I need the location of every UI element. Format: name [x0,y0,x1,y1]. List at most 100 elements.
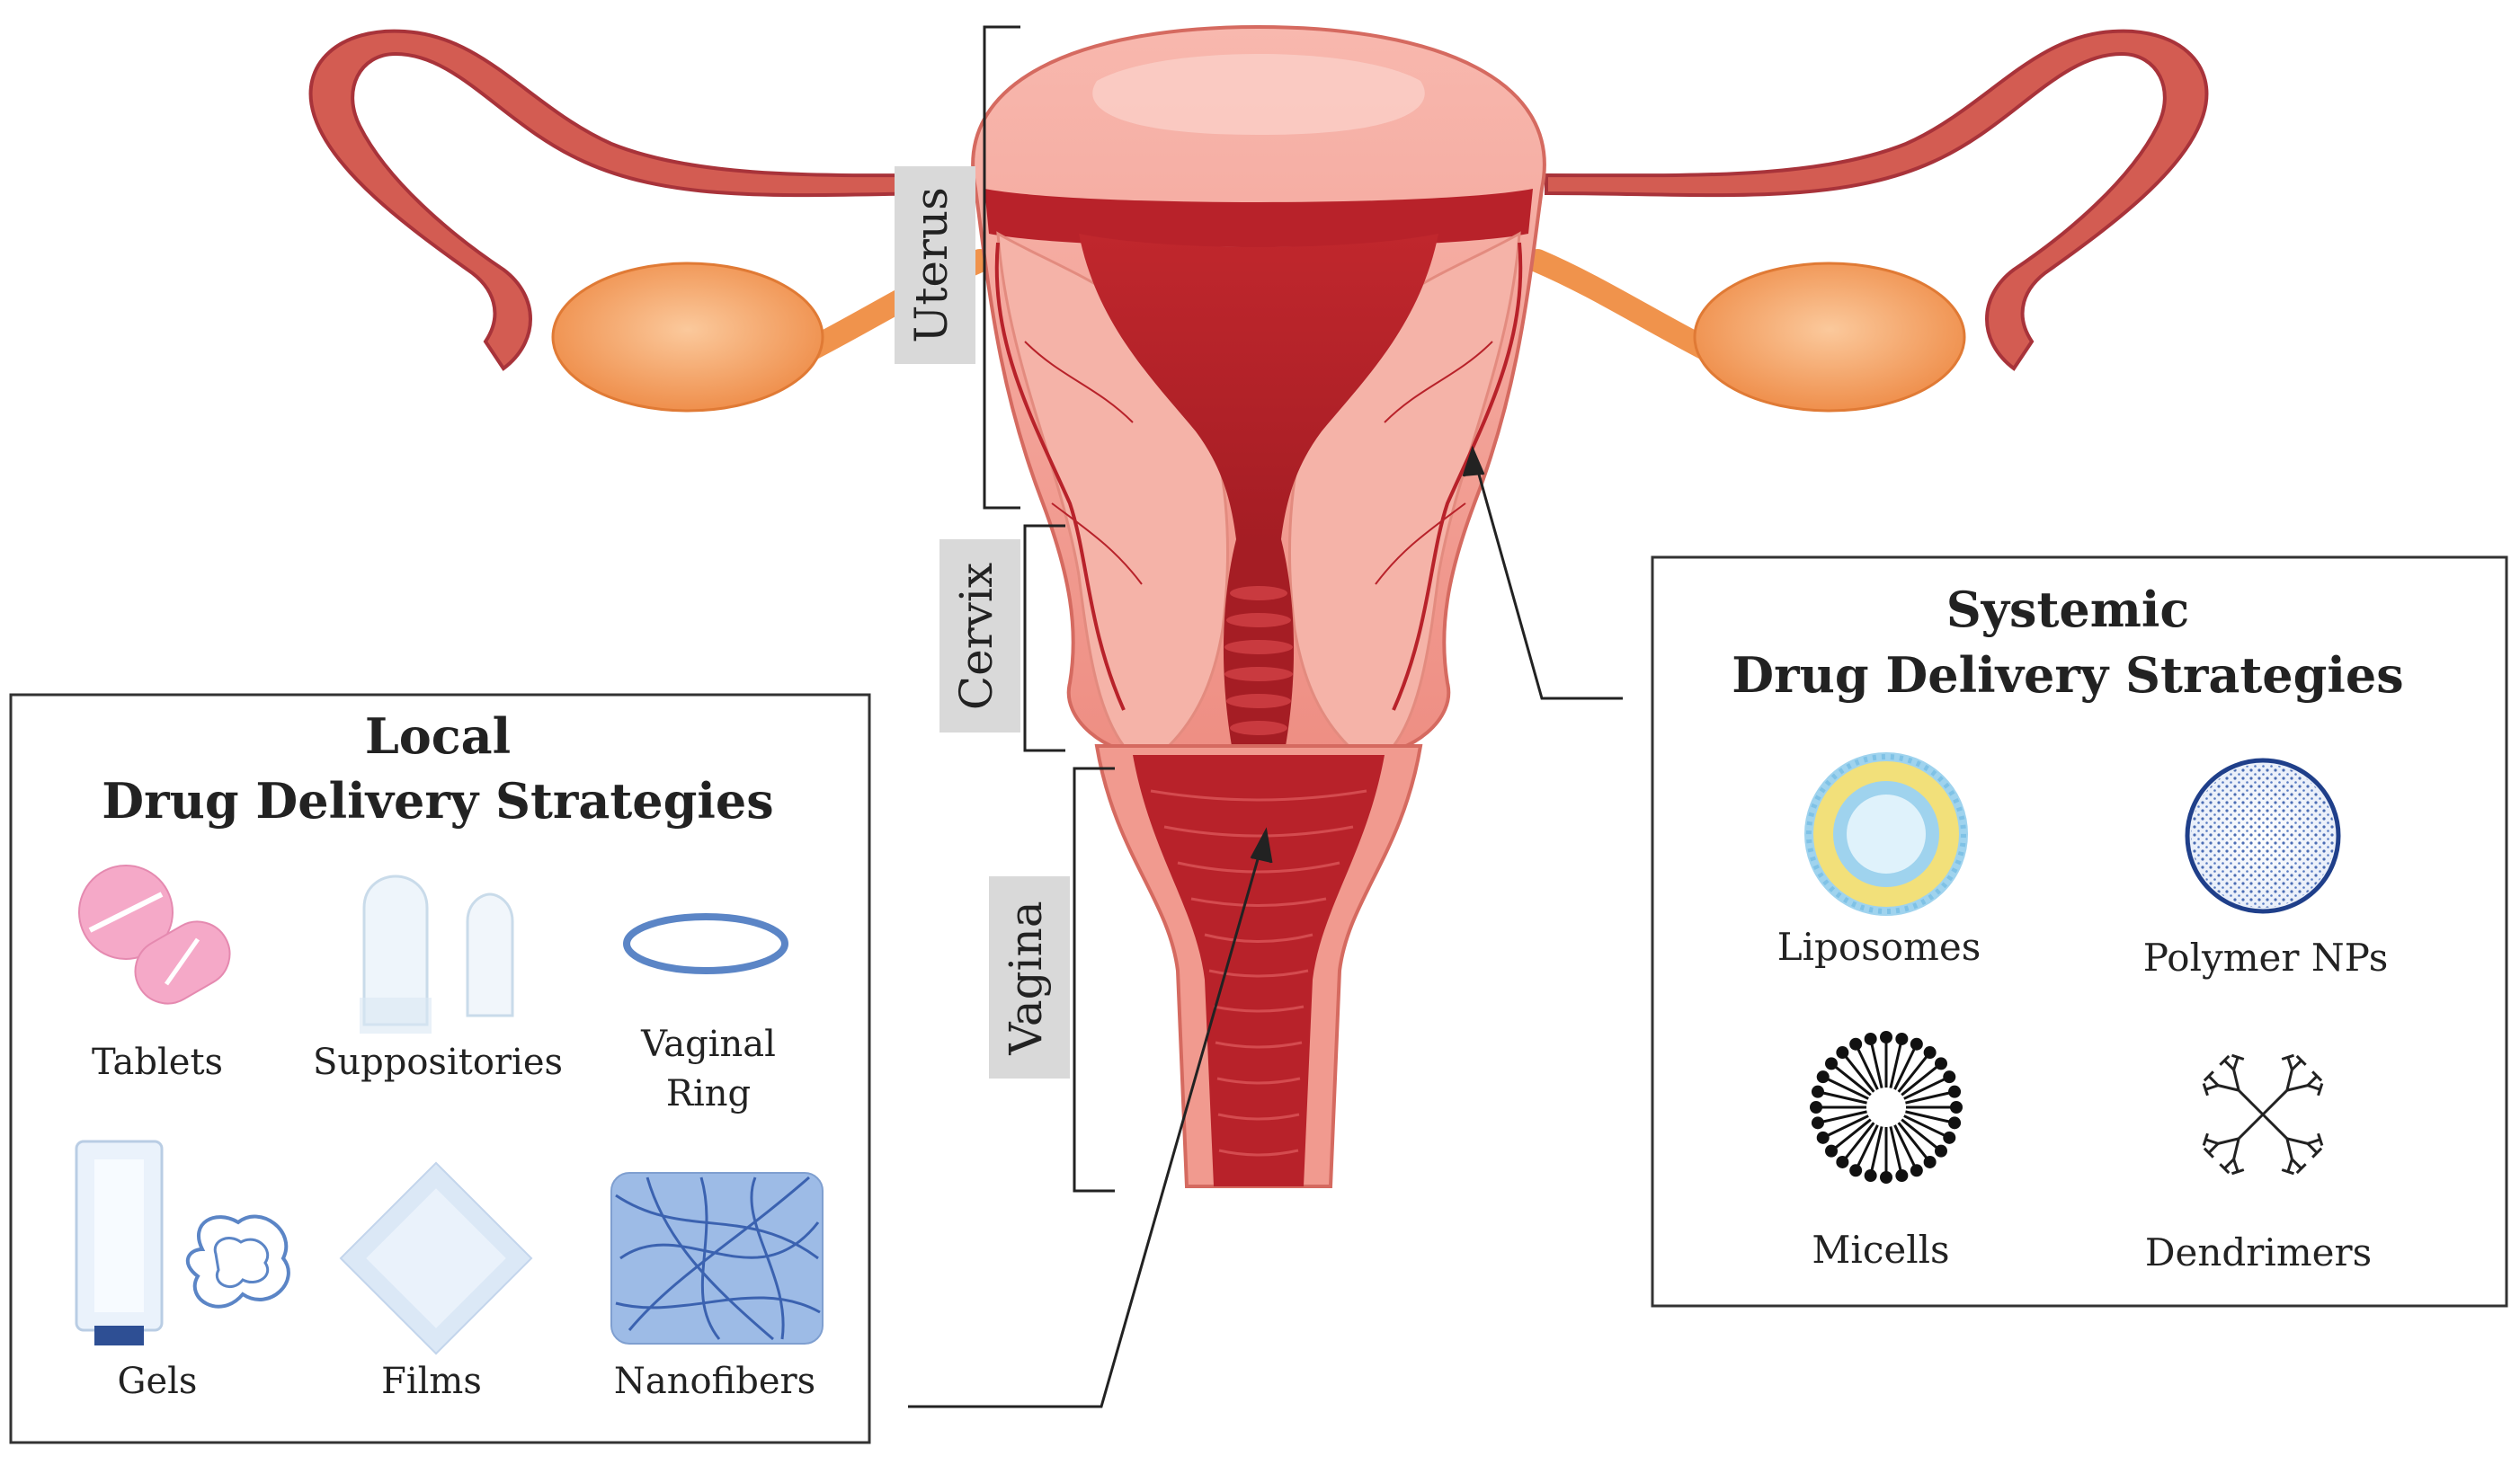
micelle-tail [1901,1065,1938,1097]
dendrimer-branch [2232,1069,2240,1091]
uterus-label: Uterus [905,187,957,343]
dendrimer-branch [2286,1137,2309,1145]
dendrimer-branch [2286,1084,2309,1092]
dendrimer-branch [2204,1138,2219,1145]
micelle-head [1943,1070,1956,1084]
gels-icon [75,1140,290,1345]
dendrimer-branch [2291,1059,2302,1071]
micelle-head [1880,1031,1892,1043]
dendrimer-branch [2307,1138,2321,1145]
dendrimer-terminal [2281,1053,2294,1061]
liposomes-icon [1804,752,1968,916]
micelle-head [1895,1032,1909,1045]
micells-icon [1810,1031,1963,1184]
micelle-head [1895,1169,1909,1183]
dendrimer-branch [2285,1069,2293,1091]
micelle-head [1810,1101,1822,1114]
micelle-head [1825,1144,1839,1158]
dendrimer-terminal [2203,1147,2214,1159]
micelle-head [1811,1085,1824,1098]
right-fallopian-tube [1545,29,2209,371]
micelle-tail [1889,1043,1902,1088]
dendrimer-branch [2232,1056,2240,1070]
dendrimer-branch [2217,1137,2240,1145]
micelle-head [1816,1131,1830,1144]
left-fallopian-tube [308,29,973,371]
micelle-tail [1903,1114,1946,1137]
dendrimer-branch [2306,1142,2319,1154]
dendrimer-terminal [2295,1163,2307,1175]
suppositories-label: Suppositories [313,1042,563,1083]
endometrium [984,189,1533,247]
micelle-tail [1857,1048,1879,1090]
dendrimer-terminal [2311,1070,2323,1082]
micelle-head [1910,1037,1923,1051]
micelle-head [1934,1144,1947,1158]
micelle-head [1825,1057,1839,1070]
dendrimer-branch [2291,1158,2302,1170]
dendrimer-branch [2232,1159,2240,1173]
polymer-nps-label: Polymer NPs [2143,936,2389,980]
micells-label: Micells [1812,1228,1949,1272]
micelle-head [1923,1046,1937,1060]
dendrimer-branch [2238,1113,2265,1140]
dendrimers-icon [2202,1053,2324,1176]
films-icon [339,1161,533,1355]
dendrimer-branch [2286,1056,2293,1070]
micelle-tail [1901,1118,1938,1150]
micelle-head [1836,1155,1849,1168]
vaginal-ring-icon [623,913,788,974]
micelle-head [1923,1155,1937,1168]
micelle-head [1864,1169,1877,1183]
dendrimer-terminal [2202,1083,2209,1097]
dendrimer-terminal [2219,1054,2231,1066]
micelle-head [1849,1037,1863,1051]
micelle-tail [1897,1055,1928,1093]
dendrimer-branch [2232,1138,2240,1160]
micelle-tail [1844,1055,1875,1093]
micelle-tail [1905,1091,1950,1105]
cervix-label: Cervix [950,563,1002,710]
vagina-bracket [1073,767,1115,1193]
vaginal-ring-label-line1: Vaginal [640,1024,776,1065]
dendrimer-branch [2223,1158,2235,1170]
micelle-head [1943,1131,1956,1144]
dendrimer-terminal [2202,1132,2209,1146]
local-title-line1: Local [365,707,511,765]
dendrimer-branch [2207,1142,2220,1154]
fundus-highlight [1092,54,1425,135]
local-strategies-panel: Local Drug Delivery Strategies Tablets S… [9,693,871,1444]
dendrimer-terminal [2317,1132,2324,1146]
nanofibers-icon [610,1172,824,1345]
micelle-tail [1897,1122,1928,1159]
micelle-tail [1889,1126,1902,1171]
micelle-tail [1893,1124,1916,1167]
dendrimer-terminal [2203,1070,2214,1082]
dendrimer-branch [2285,1138,2293,1160]
dendrimer-branch [2261,1089,2288,1116]
micelle-head [1836,1046,1849,1060]
dendrimer-branch [2286,1159,2293,1173]
tablets-label: Tablets [92,1042,223,1083]
vaginal-rugae [1150,789,1367,1157]
vagina-label: Vagina [1000,901,1052,1055]
dendrimer-branch [2306,1075,2319,1087]
micelle-tail [1903,1078,1946,1100]
micelle-tail [1893,1048,1916,1090]
micelle-head [1950,1101,1963,1114]
uterus-illustration [308,24,2209,1188]
left-ovary [551,262,824,413]
micelle-tail [1870,1043,1883,1088]
systemic-title-line1: Systemic [1946,581,2190,638]
dendrimer-terminal [2231,1168,2245,1176]
micelle-head [1948,1116,1962,1130]
micelle-head [1864,1032,1877,1045]
micelle-tail [1834,1065,1872,1097]
vaginal-canal-inner [1133,755,1385,1186]
dendrimer-terminal [2231,1053,2245,1061]
vaginal-ring-label-line2: Ring [666,1073,751,1114]
dendrimer-branch [2207,1075,2220,1087]
micelle-head [1811,1116,1824,1130]
films-label: Films [381,1361,482,1402]
